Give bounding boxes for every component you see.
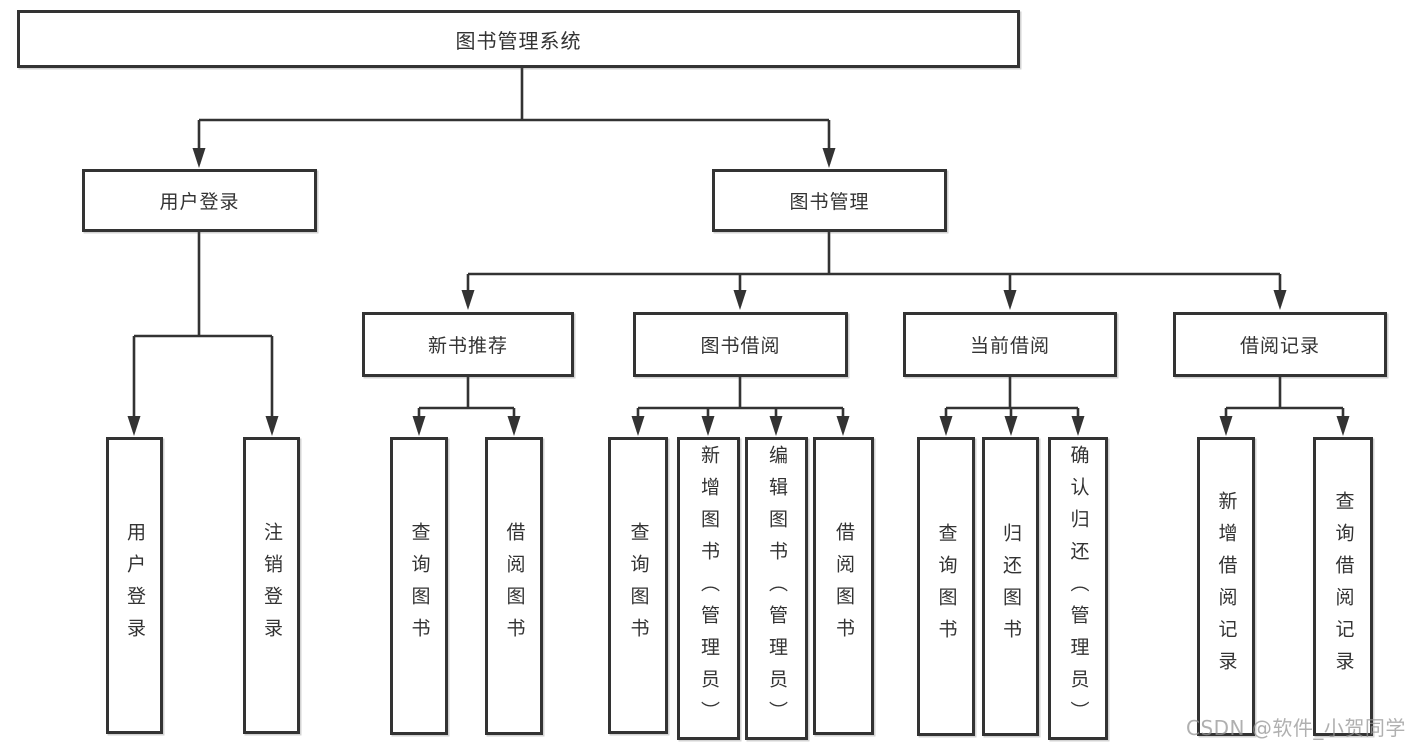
leaf-borrow-books: 借阅图书 (813, 437, 874, 735)
arrow-down-icon (1071, 416, 1085, 436)
leaf-query-books-recommend: 查询图书 (390, 437, 448, 735)
arrow-down-icon (1004, 416, 1018, 436)
node-new-book-recommend: 新书推荐 (362, 312, 574, 377)
leaf-add-borrow-record: 新增借阅记录 (1197, 437, 1255, 736)
connector-user-login-children (132, 232, 274, 432)
connector-current-borrow-children (944, 377, 1080, 432)
arrow-down-icon (265, 416, 279, 436)
arrow-down-icon (939, 416, 953, 436)
node-current-borrow: 当前借阅 (903, 312, 1117, 377)
leaf-query-books-borrow: 查询图书 (608, 437, 668, 734)
leaf-add-books-admin: 新增图书（管理员） (677, 437, 740, 740)
arrow-down-icon (127, 416, 141, 436)
arrow-down-icon (192, 148, 206, 168)
arrow-down-icon (461, 290, 475, 310)
arrow-down-icon (701, 416, 715, 436)
arrow-down-icon (733, 290, 747, 310)
arrow-down-icon (1219, 416, 1233, 436)
arrow-down-icon (1336, 416, 1350, 436)
connector-root-to-level1 (197, 68, 831, 164)
connector-book-borrow-children (636, 377, 845, 432)
leaf-borrow-books-recommend: 借阅图书 (485, 437, 543, 735)
node-book-borrow: 图书借阅 (633, 312, 848, 377)
arrow-down-icon (836, 416, 850, 436)
arrow-down-icon (1273, 290, 1287, 310)
leaf-edit-books-admin: 编辑图书（管理员） (745, 437, 808, 740)
leaf-logout: 注销登录 (243, 437, 300, 734)
node-user-login: 用户登录 (82, 169, 317, 232)
arrow-down-icon (822, 148, 836, 168)
leaf-query-books-current: 查询图书 (917, 437, 975, 736)
leaf-user-login: 用户登录 (106, 437, 163, 734)
node-root-system: 图书管理系统 (17, 10, 1020, 68)
watermark: CSDN @软件_小贺同学 (1186, 716, 1405, 740)
leaf-query-borrow-record: 查询借阅记录 (1313, 437, 1373, 736)
connector-borrow-records-children (1224, 377, 1345, 432)
arrow-down-icon (1003, 290, 1017, 310)
connector-new-book-recommend-children (417, 377, 516, 432)
arrow-down-icon (631, 416, 645, 436)
connector-book-management-children (466, 232, 1282, 306)
arrow-down-icon (507, 416, 521, 436)
node-borrow-records: 借阅记录 (1173, 312, 1387, 377)
node-book-management: 图书管理 (712, 169, 947, 232)
leaf-confirm-return-admin: 确认归还（管理员） (1048, 437, 1108, 740)
arrow-down-icon (412, 416, 426, 436)
arrow-down-icon (769, 416, 783, 436)
leaf-return-books: 归还图书 (982, 437, 1039, 736)
